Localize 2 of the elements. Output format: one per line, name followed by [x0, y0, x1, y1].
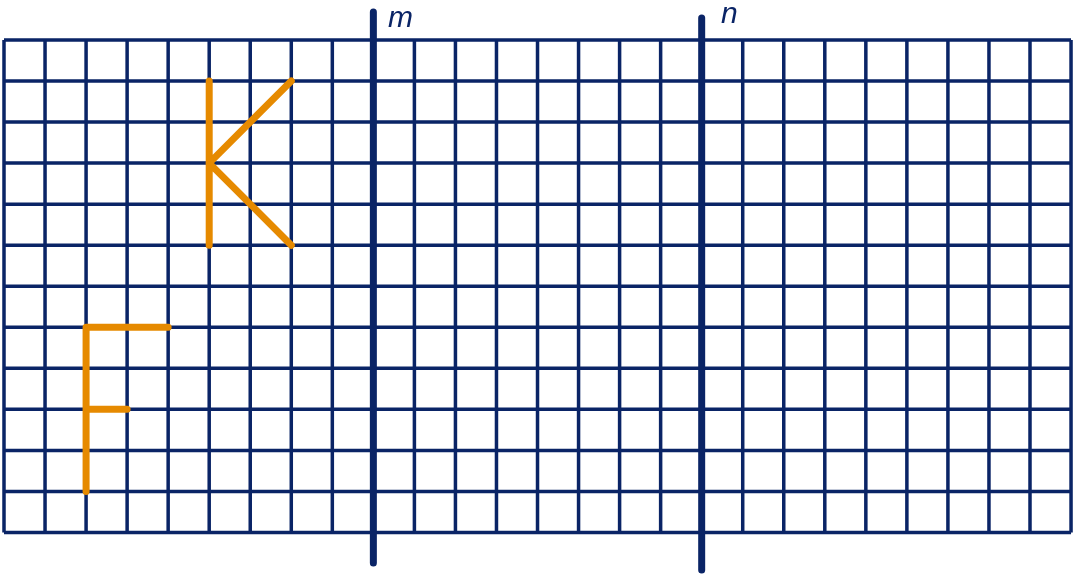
line-label: n [721, 0, 738, 28]
line-label: m [388, 2, 413, 32]
